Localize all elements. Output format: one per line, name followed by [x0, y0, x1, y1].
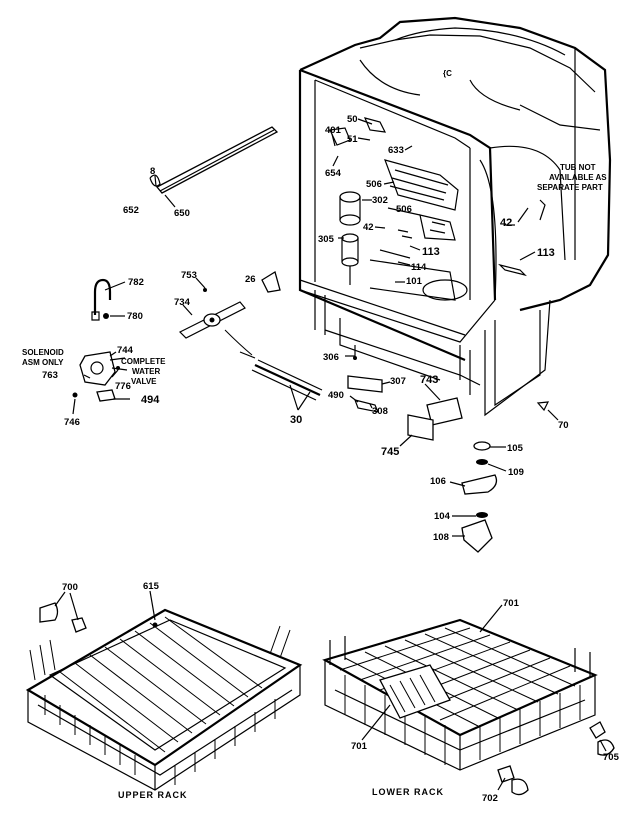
- leader-lines: [54, 118, 607, 791]
- label-506-upper: 506: [366, 179, 382, 190]
- tub-note-line2: AVAILABLE AS: [549, 173, 607, 182]
- label-401: 401: [325, 125, 342, 136]
- label-308: 308: [372, 406, 388, 417]
- label-701-upper: 701: [503, 598, 520, 609]
- label-8: 8: [150, 166, 155, 177]
- label-26: 26: [245, 274, 256, 285]
- vent-gasket-650: [149, 126, 279, 194]
- label-101: 101: [406, 276, 423, 287]
- label-744: 744: [117, 345, 134, 356]
- label-106: 106: [430, 476, 446, 487]
- label-506-lower: 506: [396, 204, 412, 215]
- label-108: 108: [433, 532, 449, 543]
- label-763: 763: [42, 370, 58, 381]
- label-743: 743: [420, 374, 438, 386]
- label-302: 302: [372, 195, 388, 206]
- label-780: 780: [127, 311, 143, 322]
- label-109: 109: [508, 467, 524, 478]
- label-42-outer: 42: [500, 217, 512, 229]
- label-753: 753: [181, 270, 197, 281]
- valve-note-line3: VALVE: [131, 377, 157, 386]
- label-734: 734: [174, 297, 191, 308]
- label-490: 490: [328, 390, 344, 401]
- label-307: 307: [390, 376, 406, 387]
- label-650: 650: [174, 208, 190, 219]
- tub-note-line3: SEPARATE PART: [537, 183, 603, 192]
- label-105: 105: [507, 443, 524, 454]
- label-702: 702: [482, 793, 498, 804]
- wash-arm-parts: [461, 401, 550, 553]
- label-654: 654: [325, 168, 342, 179]
- label-615: 615: [143, 581, 160, 592]
- label-705: 705: [603, 752, 620, 763]
- svg-text:{C: {C: [443, 69, 452, 78]
- upper-rack: [25, 602, 303, 791]
- label-305: 305: [318, 234, 335, 245]
- solenoid-note-line1: SOLENOID: [22, 348, 64, 357]
- rack-captions: UPPER RACK LOWER RACK: [118, 787, 444, 800]
- tub-note-line1: TUB NOT: [560, 163, 596, 172]
- label-306: 306: [323, 352, 339, 363]
- bracket-307: [347, 345, 383, 413]
- hose-782: [91, 278, 112, 321]
- label-745: 745: [381, 446, 399, 458]
- label-42-inner: 42: [363, 222, 374, 233]
- heater-30: [239, 351, 323, 401]
- fill-valve: [72, 351, 128, 402]
- caption-upper-rack: UPPER RACK: [118, 790, 188, 800]
- box-743: [407, 397, 463, 441]
- part-labels: 50 401 51 633 654 506 302 506 42 305 113…: [22, 114, 620, 804]
- label-113-outer: 113: [537, 247, 555, 259]
- label-633: 633: [388, 145, 404, 156]
- drain-hose-734: [178, 288, 253, 356]
- label-700: 700: [62, 582, 78, 593]
- caption-lower-rack: LOWER RACK: [372, 787, 444, 797]
- label-50: 50: [347, 114, 358, 125]
- clip-26: [261, 270, 281, 293]
- label-114: 114: [411, 262, 427, 273]
- valve-note-line2: WATER: [132, 367, 161, 376]
- label-782: 782: [128, 277, 144, 288]
- label-30: 30: [290, 414, 302, 426]
- lower-rack: [322, 618, 615, 796]
- label-701-lower: 701: [351, 741, 368, 752]
- solenoid-note-line2: ASM ONLY: [22, 358, 64, 367]
- label-494: 494: [141, 394, 160, 406]
- label-104: 104: [434, 511, 451, 522]
- label-51: 51: [347, 134, 358, 145]
- label-652: 652: [123, 205, 139, 216]
- label-70: 70: [558, 420, 569, 431]
- tub-note: TUB NOT AVAILABLE AS SEPARATE PART: [537, 163, 607, 192]
- label-746: 746: [64, 417, 80, 428]
- tub-assembly: {C: [298, 16, 612, 417]
- label-113-inner: 113: [422, 246, 440, 258]
- valve-note-line1: COMPLETE: [121, 357, 166, 366]
- label-776: 776: [115, 381, 131, 392]
